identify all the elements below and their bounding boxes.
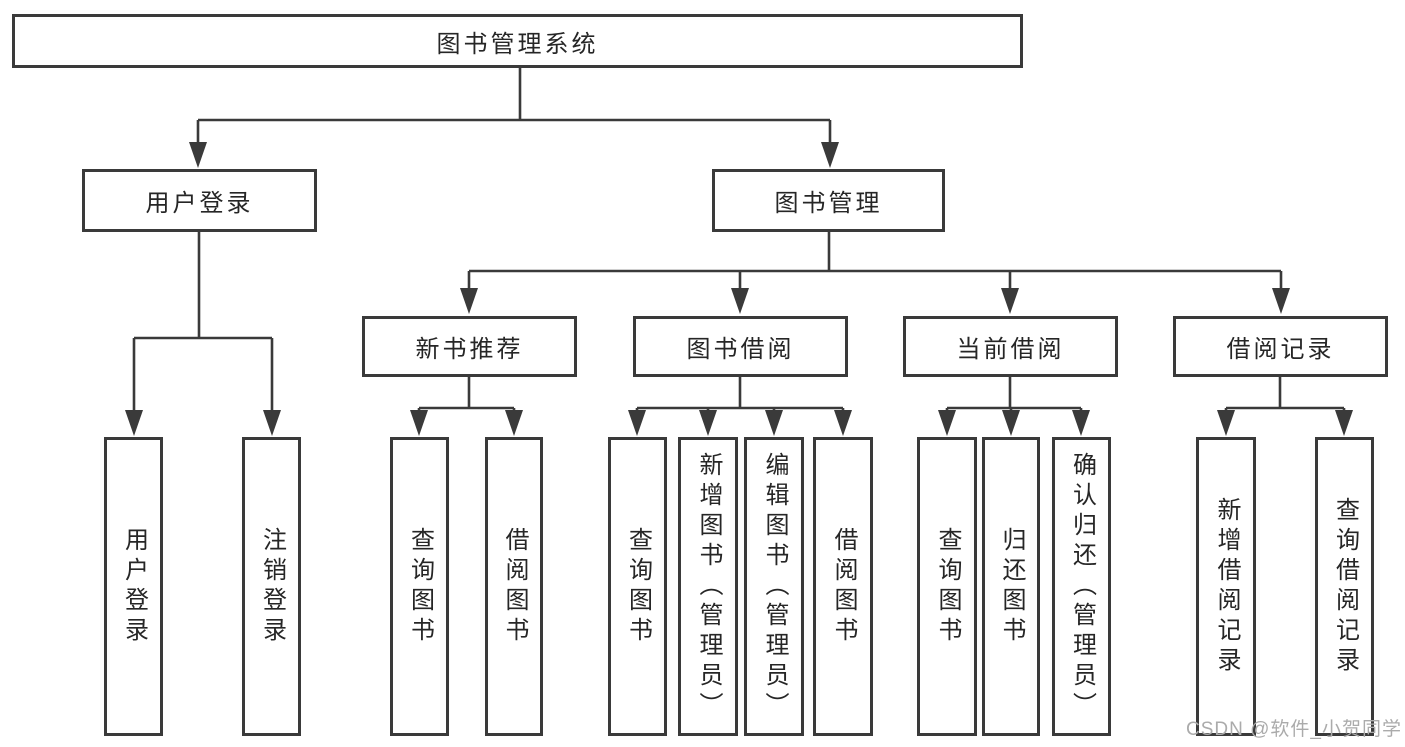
leaf-edit-books-admin: 编辑图书（管理员）	[744, 437, 804, 736]
leaf-return-books: 归还图书	[982, 437, 1040, 736]
leaf-query-books: 查询图书	[608, 437, 667, 736]
leaf-add-books-admin: 新增图书（管理员）	[678, 437, 738, 736]
node-book-management: 图书管理	[712, 169, 945, 232]
node-new-book-recommend: 新书推荐	[362, 316, 577, 377]
arrowheads	[125, 142, 1353, 436]
leaf-query-books: 查询图书	[390, 437, 449, 736]
node-current-borrowing: 当前借阅	[903, 316, 1118, 377]
leaf-query-books: 查询图书	[917, 437, 977, 736]
leaf-user-login: 用户登录	[104, 437, 163, 736]
node-book-borrowing: 图书借阅	[633, 316, 848, 377]
leaf-logout: 注销登录	[242, 437, 301, 736]
node-user-login: 用户登录	[82, 169, 317, 232]
leaf-borrow-books: 借阅图书	[485, 437, 543, 736]
leaf-confirm-return-admin: 确认归还（管理员）	[1052, 437, 1111, 736]
leaf-borrow-books: 借阅图书	[813, 437, 873, 736]
watermark: CSDN @软件_小贺同学	[1186, 719, 1402, 740]
leaf-query-borrow-record: 查询借阅记录	[1315, 437, 1374, 736]
leaf-add-borrow-record: 新增借阅记录	[1196, 437, 1256, 736]
node-library-system: 图书管理系统	[12, 14, 1023, 68]
node-borrowing-records: 借阅记录	[1173, 316, 1388, 377]
